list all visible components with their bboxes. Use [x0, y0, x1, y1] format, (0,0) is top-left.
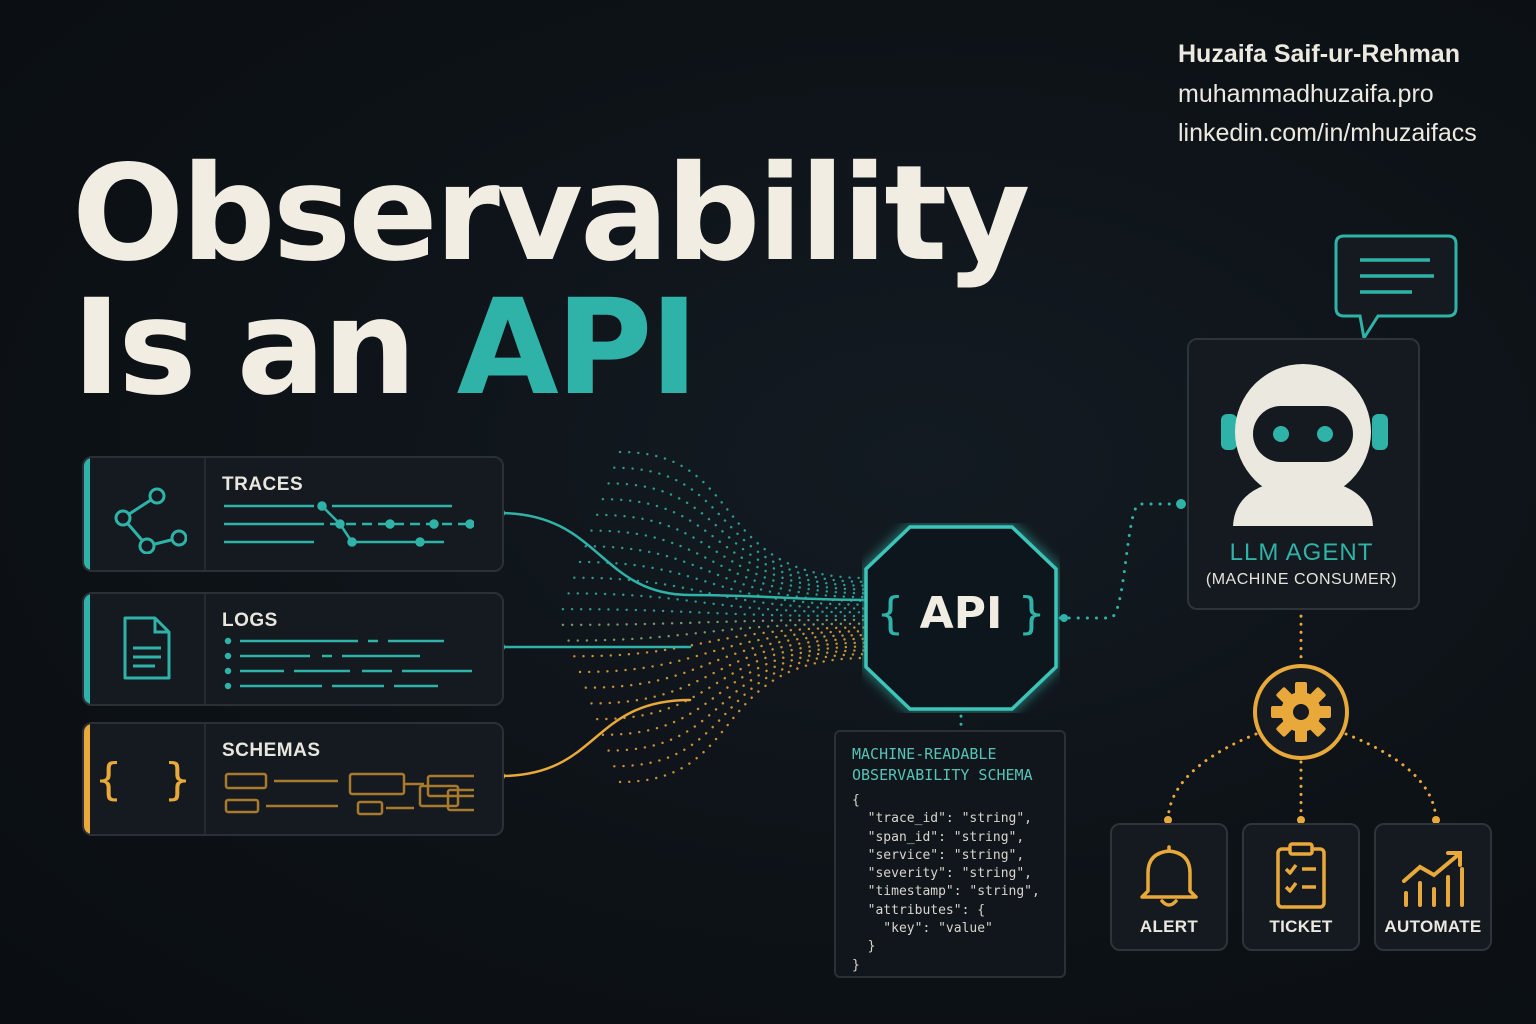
gear-alert-link	[1166, 732, 1258, 824]
data-fibre	[567, 622, 868, 642]
data-fibre	[590, 637, 868, 705]
document-icon	[123, 616, 171, 680]
ticket-port	[1297, 816, 1305, 824]
data-fibre	[595, 641, 868, 721]
schemas-label: SCHEMAS	[222, 740, 321, 761]
author-name: Huzaifa Saif-ur-Rehman	[1178, 40, 1460, 68]
author-linkedin: linkedin.com/in/mhuzaifacs	[1178, 119, 1477, 147]
data-fibre	[567, 592, 868, 614]
logs-label: LOGS	[222, 610, 278, 631]
data-fibre	[578, 630, 868, 674]
api-hub-octagon	[864, 525, 1058, 711]
page-title-line-1: Observability	[72, 137, 1030, 291]
agent-title: LLM AGENT	[1229, 539, 1374, 566]
alert-card: ALERT	[1110, 823, 1228, 951]
robot-icon	[1221, 364, 1388, 526]
data-fibre	[613, 466, 868, 584]
chart-growth-icon	[1402, 851, 1464, 907]
hub-out-port	[1060, 614, 1068, 622]
agent-in-port	[1176, 499, 1186, 509]
data-fibre	[595, 513, 868, 595]
data-fibre	[561, 618, 868, 627]
traces-label: TRACES	[222, 474, 304, 495]
llm-agent-card	[1187, 338, 1420, 610]
author-website: muhammadhuzaifa.pro	[1178, 80, 1434, 108]
data-fibre	[613, 652, 868, 768]
api-hub-label: { API }	[876, 588, 1046, 639]
gear-icon	[1253, 664, 1349, 760]
schemas-accent-bar	[84, 724, 90, 834]
data-fibre	[573, 576, 868, 610]
data-fibre	[618, 656, 868, 784]
hub-agent-link	[1058, 502, 1182, 620]
data-fibre	[590, 529, 868, 599]
data-fibre	[578, 560, 868, 606]
schema-code: { "trace_id": "string", "span_id": "stri…	[852, 793, 1040, 973]
schemas-icon-cell: { }	[90, 724, 206, 834]
data-fibre	[573, 626, 868, 658]
chat-bubble-icon	[1334, 234, 1458, 343]
logs-card: LOGS	[82, 592, 504, 706]
automate-label: AUTOMATE	[1384, 917, 1482, 936]
automate-port	[1432, 816, 1440, 824]
trace-graph-icon	[114, 487, 187, 554]
automate-card: AUTOMATE	[1374, 823, 1492, 951]
data-fibre	[561, 607, 868, 618]
bell-icon	[1140, 845, 1198, 907]
traces-accent-bar	[84, 458, 90, 570]
schemas-blocks-graphic	[224, 772, 474, 816]
clipboard-icon	[1276, 842, 1326, 909]
traces-timeline-graphic	[224, 501, 474, 547]
alert-label: ALERT	[1139, 917, 1199, 936]
page-title-line-2: Is an API	[72, 282, 699, 414]
data-fibre	[584, 633, 868, 689]
schemas-connector	[498, 698, 692, 778]
gear-automate-link	[1344, 732, 1438, 824]
data-fibre	[601, 497, 868, 591]
title-prefix: Is an	[72, 271, 457, 425]
logs-accent-bar	[84, 594, 90, 704]
data-fibre	[618, 450, 868, 580]
data-fibre	[601, 645, 868, 737]
traces-icon-cell	[90, 458, 206, 570]
alert-port	[1164, 816, 1172, 824]
ticket-card: TICKET	[1242, 823, 1360, 951]
traces-card: TRACES	[82, 456, 504, 572]
agent-subtitle: (MACHINE CONSUMER)	[1205, 571, 1398, 588]
data-fibre	[584, 545, 868, 603]
ticket-label: TICKET	[1269, 917, 1333, 936]
traces-connector	[498, 511, 868, 602]
logs-lines-graphic	[224, 637, 472, 690]
logs-icon-cell	[90, 594, 206, 704]
title-highlight: API	[456, 271, 699, 425]
braces-icon: { }	[95, 753, 199, 805]
schemas-card: { } SCHEMAS	[82, 722, 504, 836]
